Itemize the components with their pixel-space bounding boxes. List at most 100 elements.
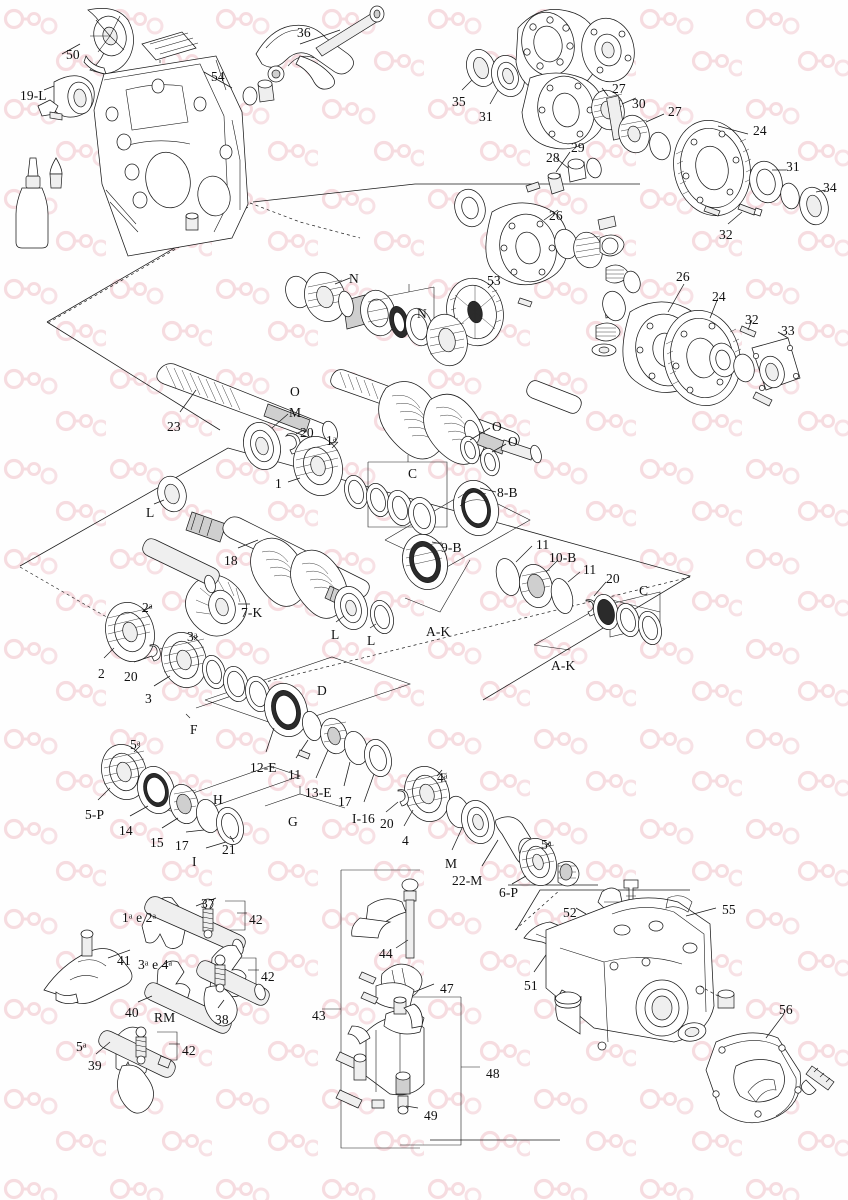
callout-c17: 17 [338,794,352,809]
callout-c37: 37 [201,896,215,911]
callout-c51: 51 [524,978,538,993]
part-pin-c [517,297,533,308]
callout-cO2: O [492,419,502,434]
callout-c13E: 13-E [305,785,332,800]
callout-c26a: 26 [549,208,563,223]
callout-c14: 14 [119,823,133,838]
part-50-release-cover [61,8,134,75]
callout-c20c: 20 [124,669,138,684]
part-M-bearing-b [446,795,495,851]
part-long-shaft [526,380,582,414]
callout-c6P: 6-P [499,885,519,900]
callout-c42c: 42 [182,1043,196,1058]
callout-c31a: 31 [479,109,493,124]
callout-c1: 1 [275,476,282,491]
callout-c34: 34 [823,180,837,195]
part-31-bearing-right [749,160,786,204]
callout-cF: F [190,722,198,737]
callout-c49: 49 [424,1108,438,1123]
callout-cL3: L [367,633,376,648]
callout-c3a: 3ᵃ [187,629,198,644]
part-F-ring-set [202,655,271,712]
part-countershaft [330,369,542,465]
callout-c27b: 27 [668,104,682,119]
callout-c1e2: 1ᵃ e 2ᵃ [122,910,157,925]
callout-c42a: 42 [249,912,263,927]
differential-group [454,9,829,407]
callout-cI: I [192,854,197,869]
callout-c10B: 10-B [549,550,577,565]
callout-cD: D [317,683,327,698]
callout-c3e4: 3ᵃ e 4ᵃ [138,957,173,972]
callout-cL1: L [146,505,155,520]
callout-c33: 33 [781,323,795,338]
part-33-bearing-retainer [751,331,801,407]
callout-c32a: 32 [719,227,733,242]
callout-cG: G [288,814,298,829]
part-36-release-fork [255,5,385,90]
callout-c4: 4 [402,833,409,848]
callout-c23: 23 [167,419,181,434]
callout-cM1: M [289,405,302,420]
callout-c9B: 9-B [441,540,462,555]
callout-c21: 21 [222,842,236,857]
part-sealant-bottle [15,157,63,249]
callout-c39: 39 [88,1058,102,1073]
part-washer-diff [649,131,671,161]
part-9B-gear [402,534,448,590]
callout-c20b: 20 [606,571,620,586]
callout-cAK2: A-K [551,658,576,673]
callout-c12E: 12-E [250,760,277,775]
callout-cL2: L [331,627,340,642]
callout-c20d: 20 [380,816,394,831]
callout-c11b: 11 [583,562,597,577]
callout-c2: 2 [98,666,105,681]
callout-c24b: 24 [712,289,726,304]
part-6P-bush [557,861,580,887]
callout-c56: 56 [779,1002,793,1017]
callout-cN2: N [417,306,427,321]
callout-c24a: 24 [753,123,767,138]
callout-c19L: 19-L [20,88,47,103]
part-28-pinion [555,157,602,183]
callout-c5a: 5ᵃ [130,737,141,752]
callout-c36: 36 [297,25,311,40]
callout-c35: 35 [452,94,466,109]
callout-c26b: 26 [676,269,690,284]
callout-c41: 41 [117,953,131,968]
part-pin-a [525,181,541,193]
part-38-fork-3a4a [196,944,270,1027]
shift-fork-group [43,896,270,1114]
callout-c28: 28 [546,150,560,165]
part-56-side-cover [705,1013,802,1124]
callout-c5a3: 5ᵃ [76,1039,87,1054]
callout-c30: 30 [632,96,646,111]
callout-c47: 47 [440,981,454,996]
callout-cAK1: A-K [426,624,451,639]
callout-c43: 43 [312,1008,326,1023]
callout-cO1: O [290,384,300,399]
callout-c5a2: 5ᵃ [541,837,552,852]
callout-c27a: 27 [612,81,626,96]
callout-c53: 53 [487,273,501,288]
callout-cM2: M [445,856,458,871]
callout-c22M: 22-M [452,873,483,888]
shaft-assembly-group [142,272,662,645]
callout-cC2: C [639,583,649,598]
callout-cRM: RM [154,1010,176,1025]
callout-c8B: 8-B [497,485,518,500]
part-bush-lower [185,212,199,231]
callout-c29: 29 [571,140,585,155]
callout-c11c: 11 [288,767,302,782]
part-48-selector-housing [335,996,425,1115]
callout-c54: 54 [211,69,225,84]
clutch-housing-group [15,5,385,257]
callout-c48: 48 [486,1066,500,1081]
part-plug-case [554,991,582,1009]
callout-cI16: I-16 [352,811,375,826]
part-54-bell-housing [93,55,249,257]
callout-cC1: C [408,466,418,481]
part-cover-bolt [801,1065,835,1095]
